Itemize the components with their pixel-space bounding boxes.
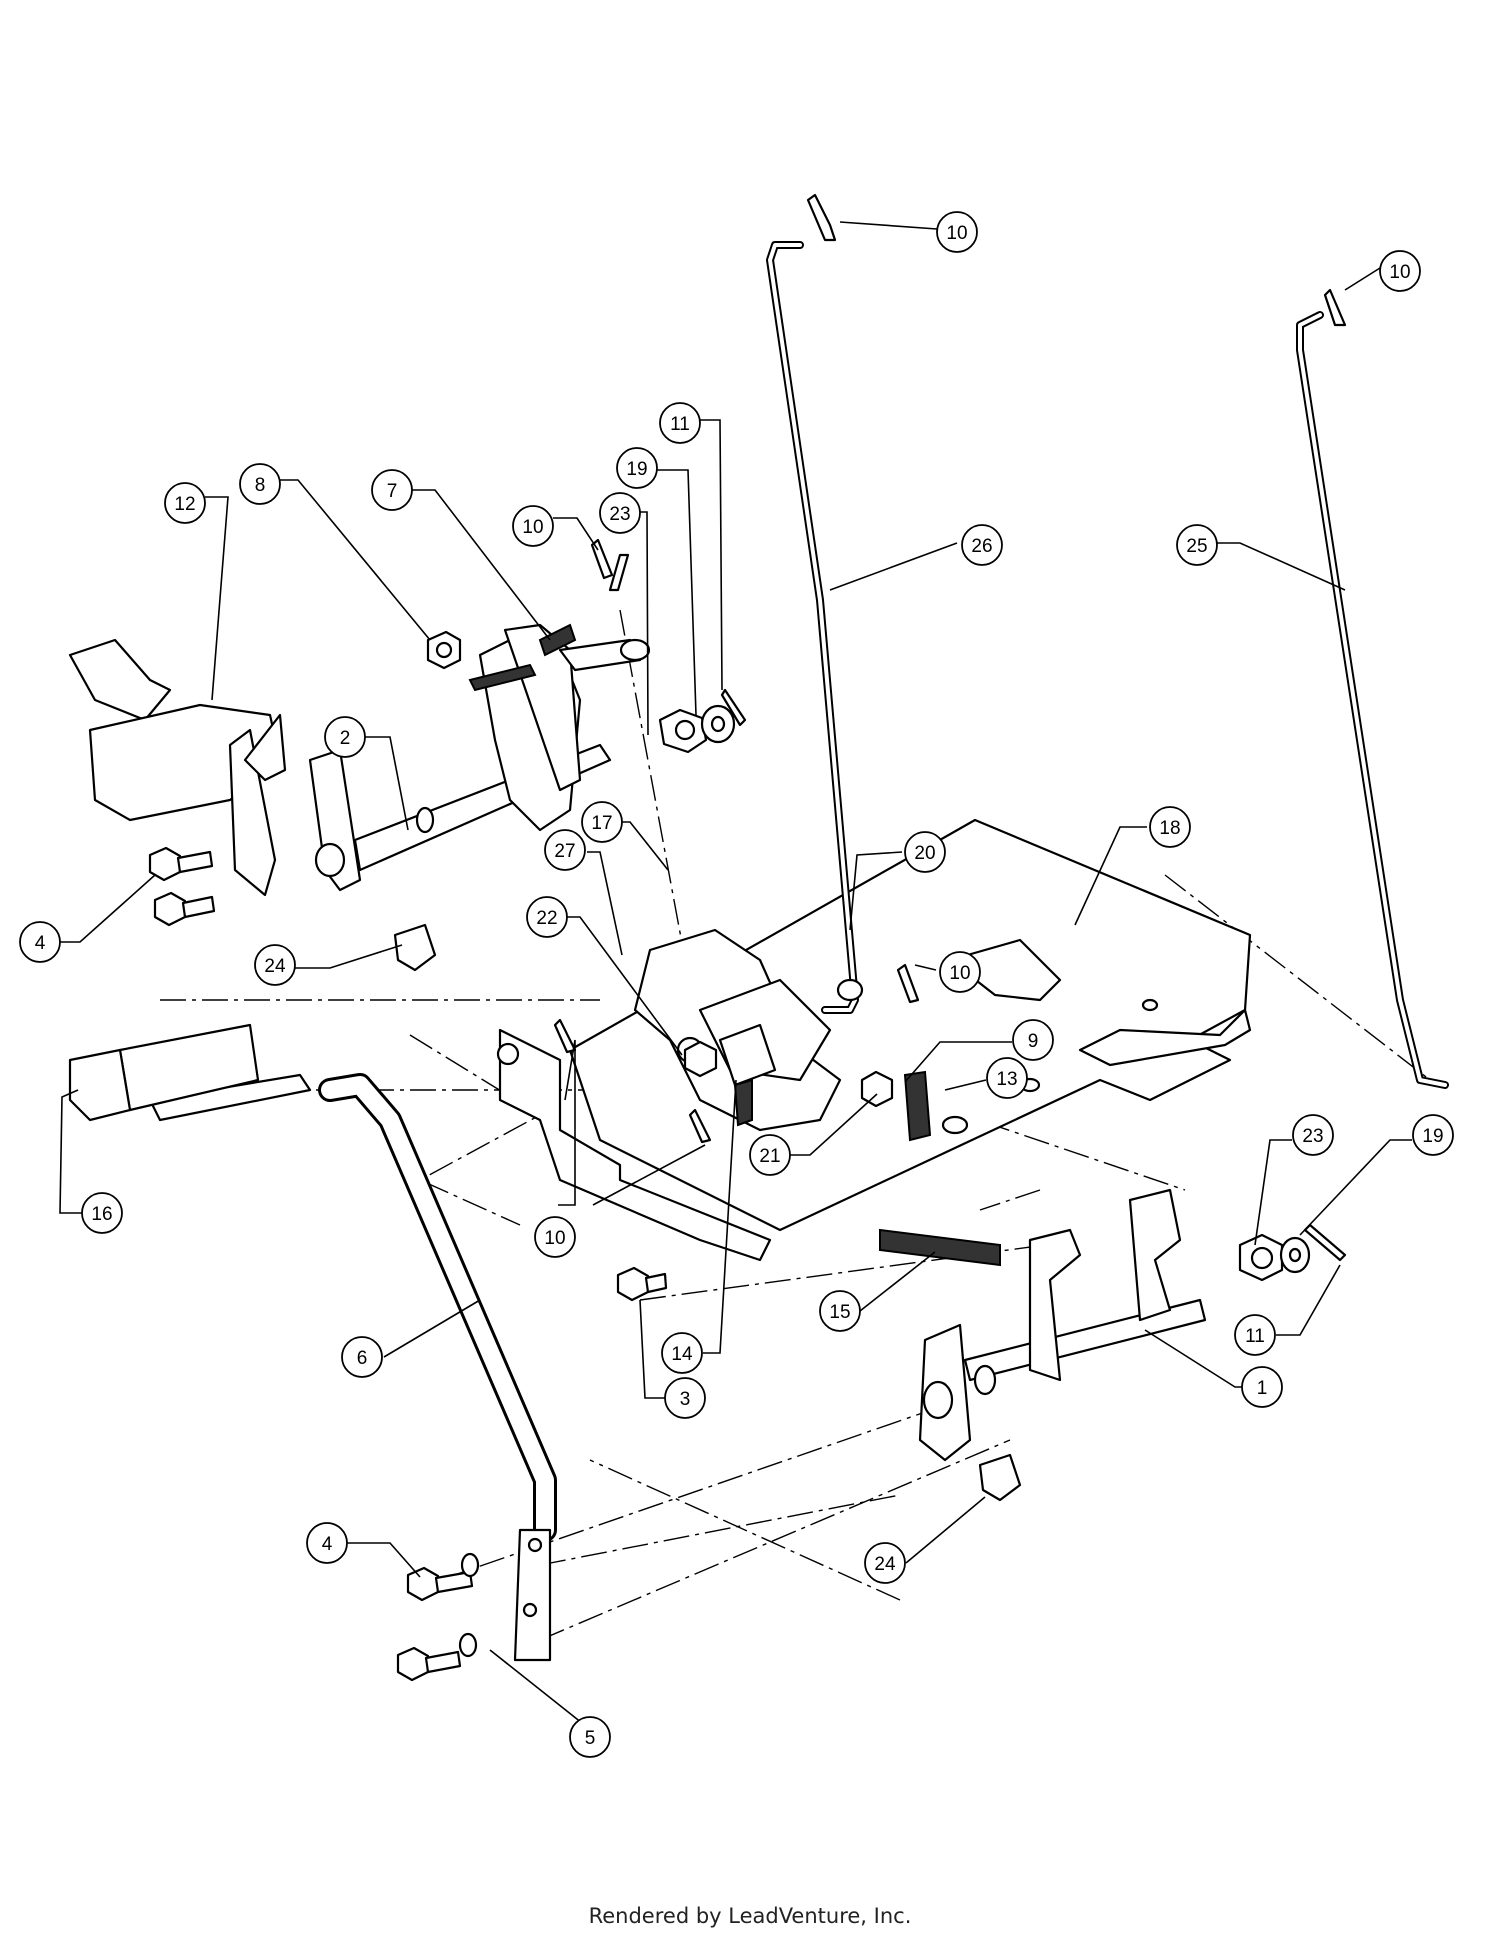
cross-bracket (496, 1028, 772, 1262)
callout-24-a: 24 (254, 944, 296, 986)
callout-2: 2 (324, 716, 366, 758)
svg-text:14: 14 (671, 1344, 693, 1365)
extension-spring (879, 1228, 1001, 1267)
callout-4-b: 4 (306, 1522, 348, 1564)
svg-text:10: 10 (1389, 262, 1410, 283)
callout-13: 13 (986, 1057, 1028, 1099)
callout-15: 15 (819, 1290, 861, 1332)
callout-19-a: 19 (616, 447, 658, 489)
callout-10-c: 10 (512, 505, 554, 547)
svg-text:19: 19 (626, 459, 647, 480)
svg-text:23: 23 (609, 504, 630, 525)
svg-text:11: 11 (1245, 1326, 1265, 1347)
callout-5: 5 (569, 1716, 611, 1758)
callout-17: 17 (581, 801, 623, 843)
svg-text:23: 23 (1302, 1126, 1323, 1147)
bolts (148, 846, 668, 1682)
callout-11-b: 11 (1234, 1314, 1276, 1356)
svg-text:10: 10 (946, 223, 967, 244)
frame-plate (568, 818, 1252, 1232)
callout-22: 22 (526, 896, 568, 938)
hardware-middle (683, 978, 932, 1142)
callouts: 10 10 11 19 23 10 7 8 12 26 25 2 4 17 27… (19, 211, 1454, 1758)
callout-10-b: 10 (1379, 250, 1421, 292)
callout-27: 27 (544, 829, 586, 871)
svg-text:1: 1 (1257, 1378, 1268, 1399)
svg-text:21: 21 (759, 1146, 780, 1167)
callout-3: 3 (664, 1377, 706, 1419)
svg-text:10: 10 (522, 517, 543, 538)
svg-text:4: 4 (35, 933, 46, 954)
svg-text:16: 16 (91, 1204, 112, 1225)
brake-pedal-pad (68, 638, 287, 897)
callout-11-a: 11 (659, 402, 701, 444)
callout-18: 18 (1149, 806, 1191, 848)
svg-text:25: 25 (1186, 536, 1207, 557)
svg-text:8: 8 (255, 475, 266, 496)
sector-gear (468, 623, 651, 832)
callout-16: 16 (81, 1192, 123, 1234)
callout-26: 26 (961, 524, 1003, 566)
svg-text:7: 7 (387, 481, 398, 502)
bushing-clips (393, 923, 1022, 1502)
svg-text:15: 15 (829, 1302, 850, 1323)
svg-text:13: 13 (996, 1069, 1017, 1090)
rod-26 (766, 241, 859, 1014)
svg-text:26: 26 (971, 536, 992, 557)
callout-24-b: 24 (864, 1542, 906, 1584)
callout-9: 9 (1012, 1019, 1054, 1061)
svg-text:11: 11 (670, 414, 690, 435)
svg-text:19: 19 (1422, 1126, 1443, 1147)
svg-text:3: 3 (680, 1389, 691, 1410)
callout-19-b: 19 (1412, 1114, 1454, 1156)
hardware-top (426, 553, 747, 754)
svg-text:10: 10 (544, 1228, 565, 1249)
callout-20: 20 (904, 831, 946, 873)
svg-text:10: 10 (949, 963, 970, 984)
callout-14: 14 (661, 1332, 703, 1374)
svg-text:6: 6 (357, 1348, 368, 1369)
svg-text:18: 18 (1159, 818, 1180, 839)
callout-23-b: 23 (1292, 1114, 1334, 1156)
svg-text:22: 22 (536, 908, 557, 929)
callout-1: 1 (1241, 1366, 1283, 1408)
svg-text:24: 24 (874, 1554, 896, 1575)
rod-25 (1296, 311, 1449, 1089)
callout-8: 8 (239, 463, 281, 505)
slotted-bracket (948, 938, 1062, 1002)
callout-10-d: 10 (939, 951, 981, 993)
svg-text:20: 20 (914, 843, 935, 864)
callout-12: 12 (164, 482, 206, 524)
callout-21: 21 (749, 1134, 791, 1176)
svg-text:9: 9 (1028, 1031, 1039, 1052)
callout-7: 7 (371, 469, 413, 511)
callout-10-e: 10 (534, 1216, 576, 1258)
svg-text:5: 5 (585, 1728, 596, 1749)
svg-text:17: 17 (591, 813, 612, 834)
handle-grip (68, 1023, 260, 1122)
svg-text:12: 12 (174, 494, 195, 515)
pivot-shaft-right (918, 1188, 1207, 1462)
lift-lever-handle (148, 1073, 557, 1662)
hardware-right (1238, 1223, 1347, 1282)
svg-text:24: 24 (264, 956, 286, 977)
callout-25: 25 (1176, 524, 1218, 566)
callout-4-a: 4 (19, 921, 61, 963)
callout-23-a: 23 (599, 492, 641, 534)
callout-10-a: 10 (936, 211, 978, 253)
svg-text:2: 2 (340, 728, 351, 749)
svg-text:27: 27 (554, 841, 575, 862)
callout-6: 6 (341, 1336, 383, 1378)
svg-text:4: 4 (322, 1534, 333, 1555)
footer-credit: Rendered by LeadVenture, Inc. (588, 1904, 912, 1928)
